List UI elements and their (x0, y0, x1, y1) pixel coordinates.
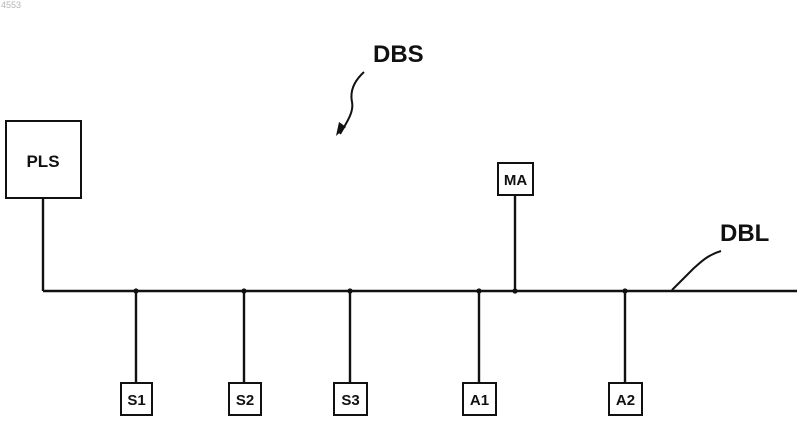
node-label: S3 (341, 392, 359, 409)
system-label: DBS (373, 41, 424, 68)
node-label: A1 (470, 392, 489, 409)
page-id: 4553 (1, 0, 21, 10)
system-label-leader (340, 72, 364, 134)
controller-label: PLS (26, 152, 59, 171)
master-label: MA (504, 172, 527, 189)
bus-label-leader (672, 251, 721, 290)
bus-label: DBL (720, 220, 769, 247)
master-junction (512, 288, 517, 293)
node-label: S1 (127, 392, 145, 409)
node-label: A2 (616, 392, 635, 409)
node-label: S2 (236, 392, 254, 409)
